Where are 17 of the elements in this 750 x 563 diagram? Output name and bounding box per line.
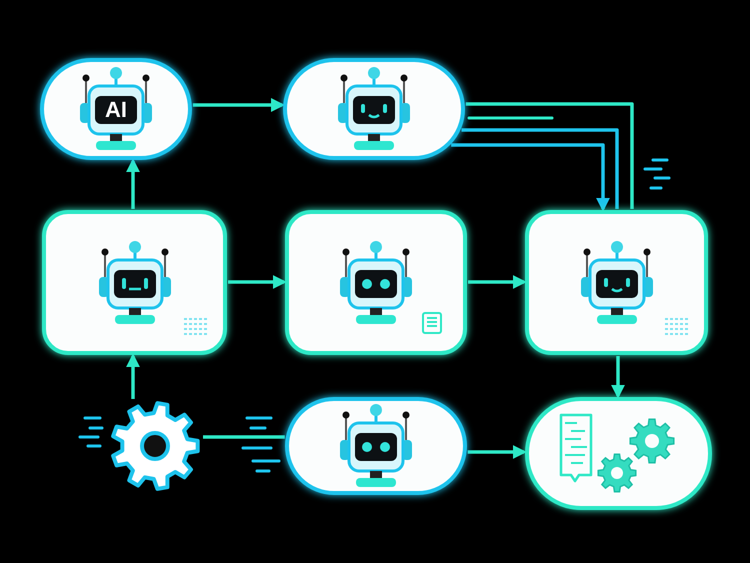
rounded-card <box>42 210 227 355</box>
rounded-card <box>525 397 712 510</box>
connector-arrow <box>126 158 140 209</box>
connector-arrow <box>192 98 285 112</box>
rounded-card <box>285 397 467 495</box>
connector-arrow <box>451 143 610 212</box>
rounded-card <box>525 210 708 355</box>
connector-arrow <box>468 275 527 289</box>
connector-arrow <box>228 275 287 289</box>
screen-label: AI <box>104 97 128 123</box>
rounded-card <box>40 58 192 160</box>
rounded-card <box>283 58 465 160</box>
rounded-card <box>285 210 467 355</box>
connector-arrow <box>611 356 625 399</box>
connector-arrow <box>126 353 140 399</box>
gear-icon <box>108 400 202 492</box>
connector-arrow <box>468 445 527 459</box>
